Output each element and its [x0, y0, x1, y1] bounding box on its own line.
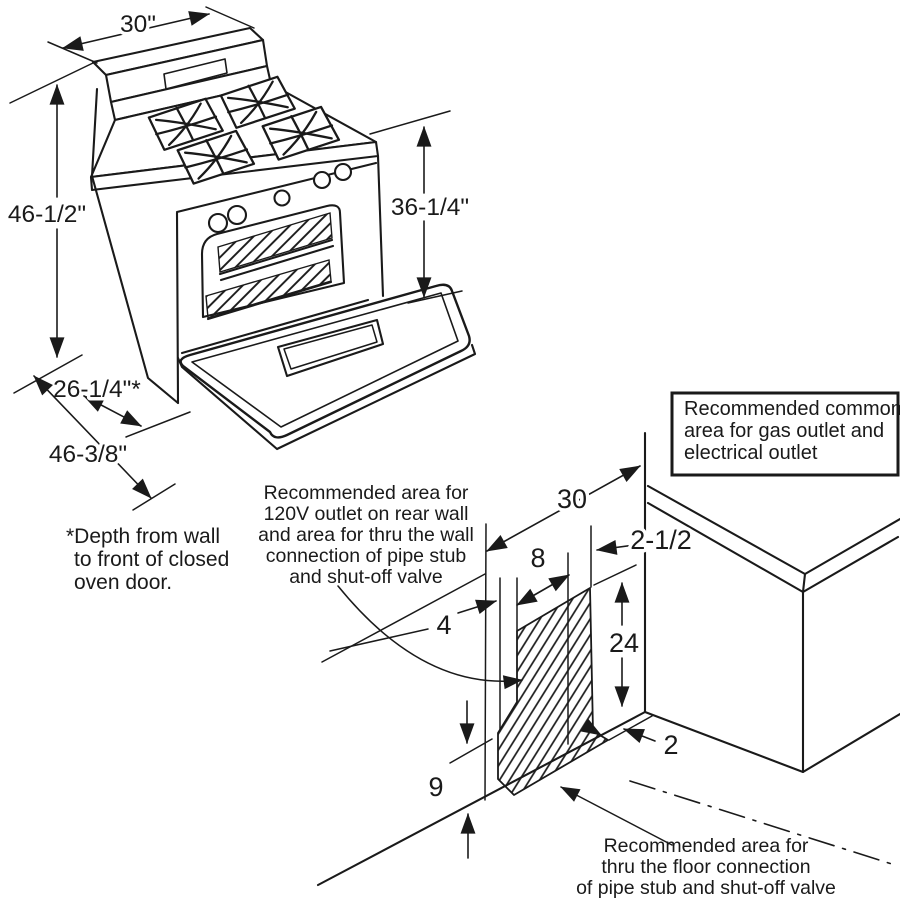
dim-line-area-offset-tail [329, 628, 429, 652]
knob [333, 162, 353, 182]
rear-wall-note-line: 120V outlet on rear wall [264, 503, 469, 525]
knob [273, 189, 291, 207]
rear-wall-note-line: and area for thru the wall [258, 524, 474, 546]
common-area-note-line: area for gas outlet and [684, 420, 884, 442]
floor-note-line: of pipe stub and shut-off valve [576, 877, 836, 899]
dim-arrow-floor-strip [623, 728, 656, 744]
dim-line-wall-width [486, 465, 641, 552]
floor-note-line: Recommended area for [604, 835, 809, 857]
install-dimensions: 30 2-1/2 8 4 24 9 2 [329, 465, 695, 859]
dim-label-width: 30" [120, 11, 156, 38]
dim-label-height-overall: 46-1/2" [8, 201, 86, 228]
common-area-note-line: electrical outlet [684, 442, 818, 464]
footnote-line: to front of closed [74, 548, 229, 571]
body-bottom-front-edge [180, 298, 370, 355]
dim-label-wall-width: 30 [557, 484, 587, 514]
floor-edge-cabinet-base [643, 710, 900, 774]
dim-label-area-offset: 4 [436, 610, 451, 640]
callouts: Recommended common area for gas outlet a… [258, 391, 900, 899]
front-right-edge [376, 154, 385, 298]
door-window-outer [276, 318, 385, 378]
door-window-inner [283, 324, 378, 370]
front-left-edge [175, 211, 180, 405]
extension-line [407, 290, 463, 304]
oven-rack-lower-rail [206, 280, 333, 321]
extension-line [132, 483, 176, 511]
dim-arrow-floor-strip-b [580, 718, 602, 736]
extension-line [593, 564, 637, 586]
wall-floor-baseline [316, 710, 647, 887]
cabinet [646, 484, 900, 774]
extension-line [369, 110, 451, 135]
common-area-note-line: Recommended common [684, 398, 900, 420]
oven-rack-upper-rail [218, 238, 335, 282]
footnote-line: *Depth from wall [66, 525, 220, 548]
range-dimensions: 30" 46-1/2" 36-1/4" 26-1/4"* 46-3/8" *De… [4, 6, 473, 594]
extension-line [608, 715, 653, 741]
rear-wall-note-line: connection of pipe stub [266, 545, 467, 567]
knob [226, 204, 248, 226]
oven-door-open [176, 283, 477, 451]
rear-wall-note-line: and shut-off valve [289, 566, 443, 588]
dim-label-corner-offset: 2-1/2 [630, 525, 692, 555]
dim-label-bottom-height: 9 [428, 772, 443, 802]
knob [207, 212, 229, 234]
dim-line-area-width [516, 574, 570, 606]
side-panel-outline [90, 174, 180, 405]
dim-line-depth-overall [33, 375, 152, 499]
floor-note-line: thru the floor connection [601, 856, 810, 878]
common-area-callout-box [670, 391, 900, 477]
body-left-back-edge [90, 87, 99, 178]
dim-label-height-cooktop: 36-1/4" [391, 194, 469, 221]
dim-label-depth-overall: 46-3/8" [49, 441, 127, 468]
extension-line [125, 411, 191, 438]
recommended-area-hatch [497, 587, 609, 796]
leader-floor-note [560, 786, 673, 846]
extension-line [47, 41, 98, 64]
extension-line [449, 738, 493, 764]
extension-line [13, 354, 83, 394]
floor-center-dashdot-line [629, 780, 899, 867]
leader-wall-note [337, 585, 523, 690]
extension-line [205, 6, 255, 29]
dim-label-area-width: 8 [530, 543, 545, 573]
dim-label-area-height: 24 [609, 628, 639, 658]
extension-line [9, 62, 94, 104]
knob [312, 170, 332, 190]
extension-line [484, 523, 487, 801]
oven-rack-upper [217, 212, 333, 273]
range-isometric-drawing [89, 26, 477, 451]
dim-label-floor-strip: 2 [663, 730, 678, 760]
dim-label-depth: 26-1/4"* [53, 376, 141, 403]
countertop-corner-edge [801, 572, 807, 594]
footnote-line: oven door. [74, 571, 172, 594]
install-corner-scene [316, 431, 900, 887]
dim-arrow-area-offset [457, 599, 497, 615]
control-display-window [163, 58, 228, 90]
rear-wall-note-line: Recommended area for [264, 482, 469, 504]
dim-arrow-corner-offset [596, 540, 651, 555]
dim-line-width [62, 11, 210, 51]
door-inner-rim [191, 292, 459, 428]
